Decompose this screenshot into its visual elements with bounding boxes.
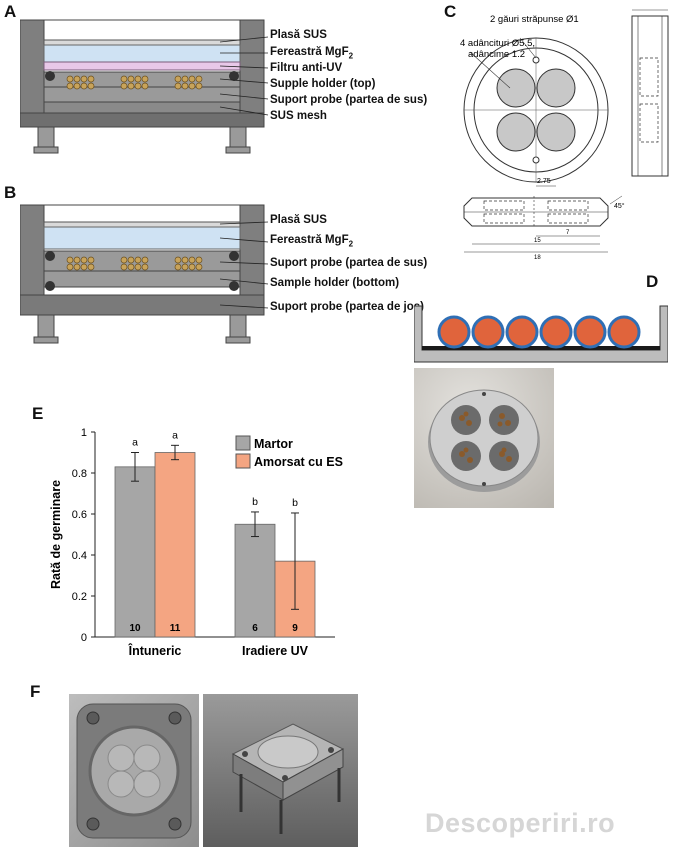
panel-b-label-holder-bottom: Sample holder (bottom)	[270, 277, 400, 289]
sample-size-label: 10	[129, 623, 141, 634]
panel-c-dim-275: 2.75	[537, 178, 551, 185]
panel-c-holes-note: 2 găuri străpunse Ø1	[490, 14, 579, 25]
panel-a-label-holder-top: Supple holder (top)	[270, 78, 376, 90]
y-axis-label: Rată de germinare	[49, 480, 63, 589]
panel-a-label-support-top: Suport probe (partea de sus)	[270, 94, 428, 106]
panel-c-angle: 45°	[614, 202, 625, 210]
legend-swatch	[235, 435, 251, 451]
chamber-top-photo	[69, 694, 199, 847]
y-tick-label: 0	[81, 632, 87, 644]
bar	[154, 452, 196, 638]
legend-label: Amorsat cu ES	[254, 455, 343, 469]
chamber-side-photo	[203, 694, 358, 847]
panel-c-dim-18: 18	[534, 255, 541, 261]
panel-a-label-window: Fereastră MgF2	[270, 46, 354, 61]
significance-letter: b	[252, 496, 258, 508]
y-tick-label: 0.6	[72, 509, 87, 521]
panel-b-label-support-bottom: Suport probe (partea de jos)	[270, 301, 424, 313]
panel-b-label-mesh: Plasă SUS	[270, 214, 327, 226]
y-tick-label: 0.8	[72, 468, 87, 480]
panel-a-label-mesh: Plasă SUS	[270, 29, 327, 41]
bar	[234, 523, 276, 638]
panel-f-letter: F	[30, 682, 41, 701]
sample-size-label: 11	[170, 623, 181, 634]
legend-label: Martor	[254, 437, 293, 451]
panel-b-diagram	[20, 204, 269, 344]
x-category-label: Întuneric	[128, 643, 182, 658]
sample-size-label: 9	[292, 623, 298, 634]
panel-a-letter: A	[4, 2, 17, 21]
panel-d-letter: D	[646, 272, 659, 291]
panel-b-letter: B	[4, 183, 17, 202]
sample-size-label: 6	[252, 623, 258, 634]
panel-e-letter: E	[32, 404, 44, 423]
panel-b-label-support-top: Suport probe (partea de sus)	[270, 257, 428, 269]
significance-letter: a	[132, 437, 138, 449]
panel-c-drawing: 2 găuri străpunse Ø1 4 adâncituri Ø5.5, …	[460, 9, 669, 261]
panel-a-label-filter: Filtru anti-UV	[270, 62, 343, 74]
panel-c-recess-note-2: adâncime 1.2	[468, 49, 525, 60]
bar	[114, 466, 156, 638]
y-tick-label: 1	[81, 427, 87, 439]
panel-b-label-window: Fereastră MgF2	[270, 234, 354, 249]
significance-letter: a	[172, 429, 178, 441]
significance-letter: b	[292, 497, 298, 509]
panel-a-label-sus-mesh: SUS mesh	[270, 110, 327, 122]
watermark: Descoperiri.ro	[425, 808, 616, 838]
legend-swatch	[235, 453, 251, 469]
panel-d-cross-section	[414, 305, 668, 363]
sample-holder-photo	[414, 368, 554, 508]
panel-c-dim-15: 15	[534, 238, 541, 244]
y-tick-label: 0.2	[72, 591, 87, 603]
panel-c-letter: C	[444, 2, 457, 21]
panel-c-recess-note-1: 4 adâncituri Ø5.5,	[460, 38, 535, 49]
y-tick-label: 0.4	[72, 550, 87, 562]
x-category-label: Iradiere UV	[242, 644, 309, 658]
panel-a-diagram	[20, 19, 269, 154]
panel-c-dim-7: 7	[566, 230, 570, 236]
